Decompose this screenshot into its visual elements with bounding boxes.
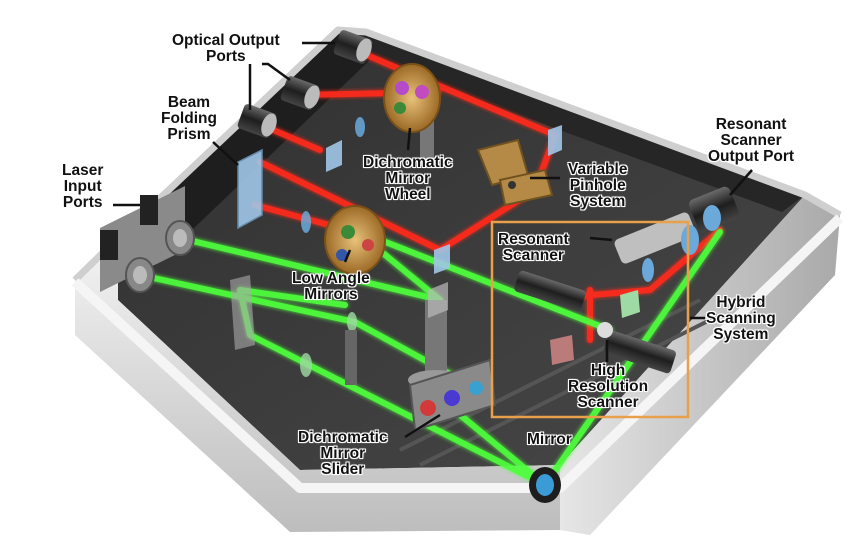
scanner-tube: [614, 212, 696, 264]
mirror-plate: [230, 275, 255, 350]
label-low-angle-mirrors: Low Angle Mirrors: [292, 271, 370, 303]
laser-input-port: [165, 220, 195, 256]
prism: [548, 125, 562, 156]
label-line: Scanner: [577, 394, 639, 411]
optical-components: [100, 30, 739, 503]
green-beam: [247, 332, 548, 488]
hybrid-scanning-highlight-box: [490, 220, 690, 419]
scanner-mirror: [597, 322, 613, 338]
label-line: Hybrid: [716, 294, 766, 311]
label-line: Slider: [321, 461, 365, 478]
label-line: Prism: [167, 126, 211, 143]
variable-pinhole-system: [476, 138, 554, 207]
label-line: Resonant: [715, 116, 787, 133]
resonant-scanner-output-port: [689, 186, 739, 232]
label-line: Mirrors: [304, 286, 358, 303]
label-line: Ports: [206, 48, 246, 65]
label-line: Dichromatic: [363, 154, 453, 171]
label-resonant-scanner-output-port: Resonant Scanner Output Port: [708, 117, 794, 165]
label-line: Variable: [568, 161, 628, 178]
dichromatic-mirror-wheel: [383, 63, 441, 165]
label-line: High: [590, 362, 626, 379]
label-line: Optical Output: [172, 32, 280, 49]
label-dichromatic-mirror-slider: Dichromatic Mirror Slider: [298, 430, 388, 478]
resonant-scanner-body: [514, 270, 586, 312]
leader-slider: [404, 413, 441, 439]
scanner-mirror: [620, 290, 640, 318]
high-resolution-scanner-body: [604, 330, 676, 374]
label-line: Input: [63, 178, 102, 195]
label-resonant-scanner: Resonant Scanner: [498, 232, 569, 264]
label-line: Mirror: [527, 431, 572, 448]
lens: [300, 353, 312, 377]
leader-dichromatic-wheel: [406, 127, 412, 151]
label-line: Scanner: [720, 132, 782, 149]
label-line: Dichromatic: [298, 429, 388, 446]
label-line: Mirror: [385, 170, 431, 187]
laser-input-port: [125, 257, 155, 293]
label-line: Output Port: [708, 148, 795, 165]
label-line: Resonant: [498, 231, 569, 248]
label-beam-folding-prism: Beam Folding Prism: [161, 95, 217, 143]
label-line: Resolution: [568, 378, 649, 395]
mount-post: [345, 330, 357, 385]
laser-input-connector: [100, 230, 118, 260]
label-dichromatic-mirror-wheel: Dichromatic Mirror Wheel: [363, 155, 453, 203]
label-variable-pinhole-system: Variable Pinhole System: [568, 162, 627, 210]
leader-resonant-port: [729, 169, 753, 196]
label-hybrid-scanning-system: Hybrid Scanning System: [706, 295, 776, 343]
label-optical-output-ports: Optical Output Ports: [172, 33, 280, 65]
label-line: Laser: [62, 162, 104, 179]
optical-output-port: [237, 104, 277, 138]
label-line: Scanner: [502, 247, 564, 264]
green-beam: [177, 235, 443, 303]
low-angle-mirror: [301, 211, 311, 233]
label-laser-input-ports: Laser Input Ports: [62, 163, 103, 211]
label-line: Ports: [62, 194, 103, 211]
green-beam: [352, 227, 613, 333]
leader-resonant-scanner: [589, 236, 613, 242]
prism: [434, 244, 450, 274]
lens: [642, 258, 654, 282]
label-line: Pinhole: [569, 177, 626, 194]
green-beam: [237, 287, 348, 308]
leader-low-angle: [343, 249, 352, 263]
mirror-plate: [550, 335, 574, 365]
low-angle-mirror-wheel: [324, 205, 386, 275]
label-high-resolution-scanner: High Resolution Scanner: [568, 363, 648, 411]
beam-folding-prism: [237, 148, 263, 230]
optical-output-port: [280, 76, 320, 110]
label-line: Beam: [167, 94, 211, 111]
dichromatic-mirror-slider: [408, 358, 497, 432]
housing-back-wall: [338, 30, 805, 212]
housing-front-left-wall: [75, 238, 560, 532]
instrument-housing: [71, 26, 844, 535]
red-beam: [647, 227, 723, 293]
lens: [681, 225, 699, 255]
laser-input-plate: [100, 186, 185, 292]
label-line: Wheel: [384, 186, 431, 203]
label-line: System: [713, 326, 769, 343]
label-line: Mirror: [320, 445, 366, 462]
hybrid-scanning-system: [514, 212, 699, 374]
rail: [399, 298, 701, 452]
housing-front-rim: [71, 214, 844, 493]
leader-beam-prism: [212, 141, 239, 166]
leader-optical-output-2: [262, 62, 291, 82]
bottom-mirror: [529, 467, 561, 503]
label-line: Folding: [161, 110, 217, 127]
label-line: System: [570, 193, 626, 210]
prism: [326, 140, 342, 172]
label-leader-lines: [113, 41, 753, 439]
lens: [347, 312, 357, 332]
red-beam: [347, 45, 558, 138]
lens: [355, 117, 365, 137]
laser-input-connector: [140, 195, 158, 225]
rail: [419, 313, 721, 467]
label-line: Low Angle: [292, 270, 370, 287]
label-mirror: Mirror: [527, 432, 572, 448]
optical-output-port: [333, 30, 373, 64]
label-line: Scanning: [706, 310, 776, 327]
